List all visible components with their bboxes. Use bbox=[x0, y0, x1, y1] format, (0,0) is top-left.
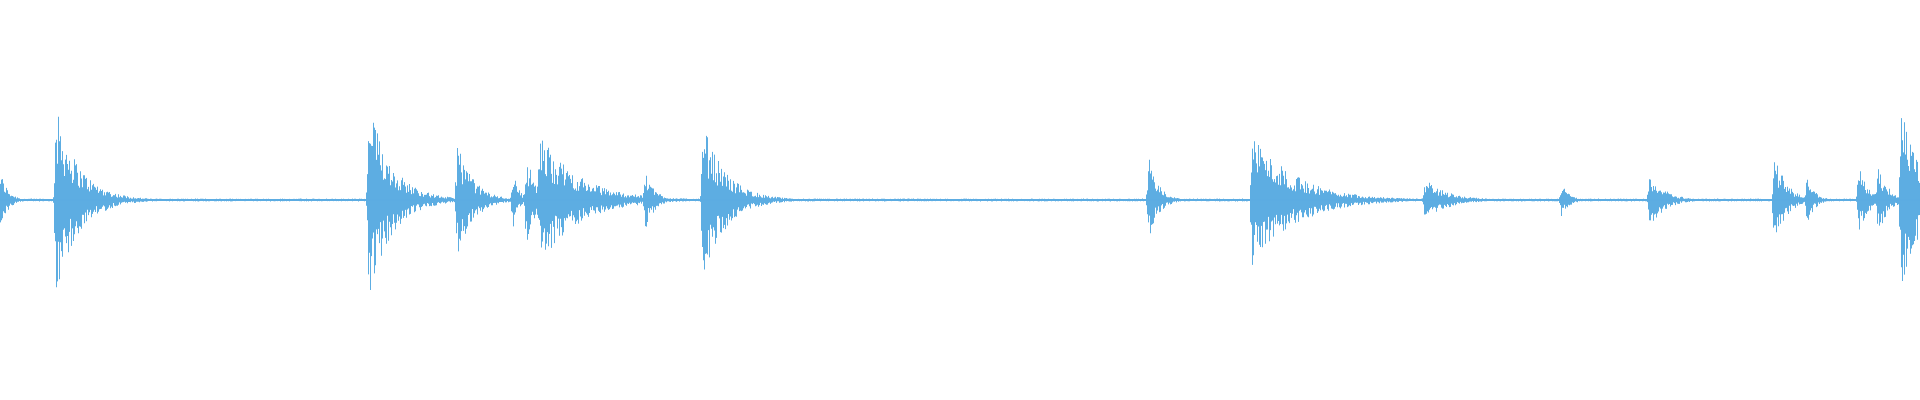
waveform-trace bbox=[0, 116, 1920, 290]
